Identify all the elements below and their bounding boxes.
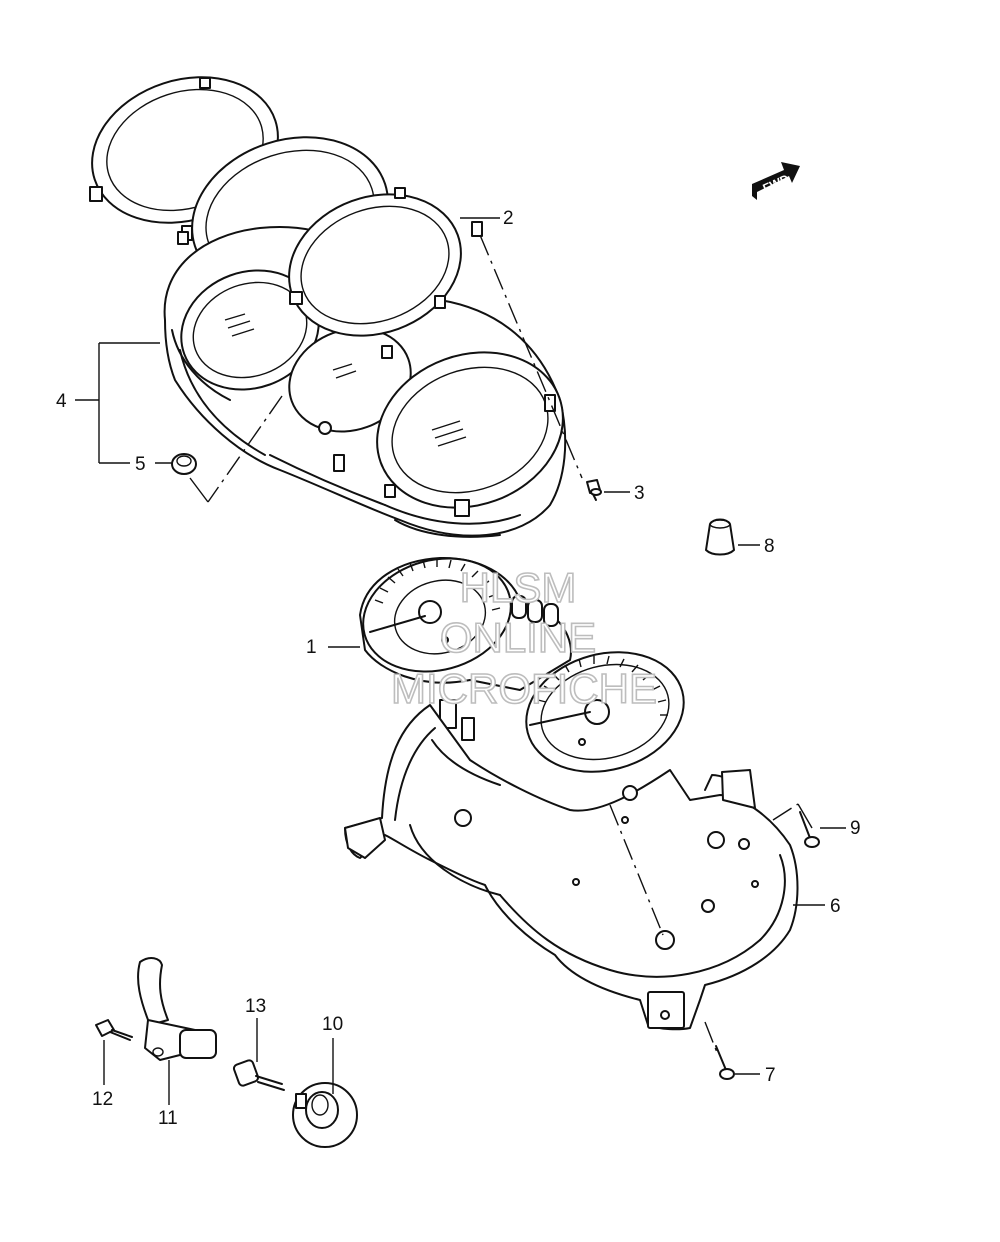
callout-10: 10 [322,1014,343,1035]
meter-assembly-part-1 [359,556,685,773]
callout-1: 1 [306,637,317,658]
bolt-part-13 [232,1059,285,1091]
callout-8: 8 [764,536,775,557]
screw-part-3 [586,479,602,501]
grommet-part-10 [292,1082,358,1148]
callout-12: 12 [92,1089,113,1110]
cap-part-8 [705,518,735,556]
callout-2: 2 [503,208,514,229]
grommet-part-5 [171,453,197,475]
callout-7: 7 [765,1065,776,1086]
sensor-part-11 [137,957,217,1061]
callout-6: 6 [830,896,841,917]
callout-5: 5 [135,454,146,475]
callout-3: 3 [634,483,645,504]
lens-ring-part-2 [288,187,483,359]
callout-13: 13 [245,996,266,1017]
watermark-line-3: MICROFICHE [391,665,657,712]
callout-11: 11 [158,1108,178,1129]
fwd-label: FWD [761,171,792,195]
watermark-line-1: HLSM [460,564,577,611]
screw-part-7 [704,1021,735,1080]
watermark-line-2: ONLINE [440,614,596,661]
speedometer-lens-housing [376,351,564,517]
watermark: HLSM ONLINE MICROFICHE [390,563,658,713]
bolt-part-12 [95,1019,133,1041]
callout-9: 9 [850,818,861,839]
meter-case-part-6 [344,704,799,1031]
leader-lines [75,217,846,1105]
screw-part-9 [799,811,820,848]
fwd-arrow-icon: FWD [752,162,800,200]
callout-4: 4 [56,391,67,412]
